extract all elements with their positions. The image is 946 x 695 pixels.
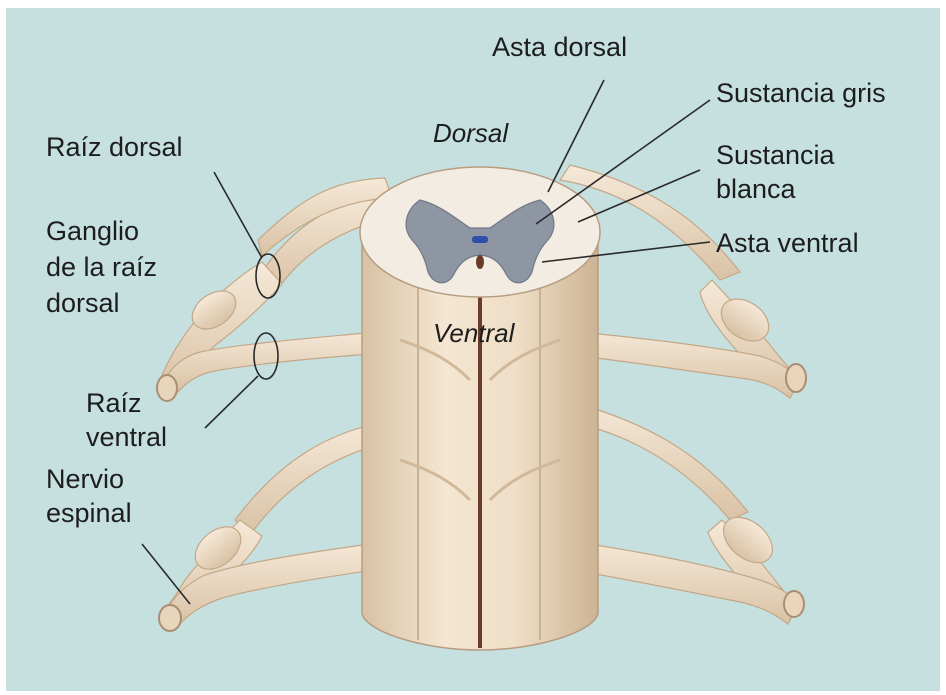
leader-nervio-espinal	[142, 544, 190, 604]
label-nervio-line2: espinal	[46, 496, 132, 530]
spinal-cord-column	[360, 167, 600, 650]
leader-raiz-ventral	[205, 376, 258, 428]
label-sustancia-gris: Sustancia gris	[716, 76, 886, 110]
right-upper-nerve-end	[786, 364, 806, 392]
label-ganglio-line1: Ganglio	[46, 214, 139, 248]
label-sustancia-blanca-line1: Sustancia	[716, 138, 835, 172]
label-nervio-line1: Nervio	[46, 462, 124, 496]
label-sustancia-blanca-line2: blanca	[716, 172, 796, 206]
label-ganglio-line2: de la raíz	[46, 250, 157, 284]
label-raiz-ventral-line1: Raíz	[86, 386, 142, 420]
leader-raiz-dorsal	[214, 172, 262, 258]
ventral-fissure-top	[476, 255, 484, 269]
leader-sustancia-gris	[536, 100, 710, 224]
right-lower-nerve-end	[784, 591, 804, 617]
left-lower-nerve-end	[159, 605, 181, 631]
label-raiz-dorsal: Raíz dorsal	[46, 130, 183, 164]
label-dorsal-side: Dorsal	[433, 116, 508, 150]
label-ganglio-line3: dorsal	[46, 286, 120, 320]
left-upper-nerve-end	[157, 375, 177, 401]
label-raiz-ventral-line2: ventral	[86, 420, 167, 454]
label-asta-ventral: Asta ventral	[716, 226, 859, 260]
label-asta-dorsal: Asta dorsal	[492, 30, 627, 64]
label-ventral-side: Ventral	[433, 316, 514, 350]
central-canal	[472, 236, 488, 243]
